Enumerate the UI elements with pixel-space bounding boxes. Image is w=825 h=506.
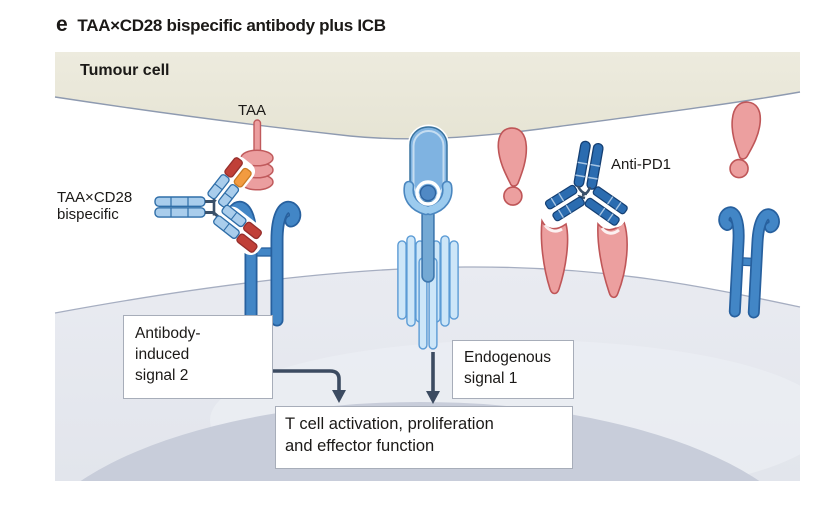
tcr-cd3-complex — [397, 180, 459, 350]
activation-box: T cell activation, proliferation and eff… — [275, 406, 573, 469]
fab-arm-lower — [213, 204, 268, 256]
panel-title-text: TAA×CD28 bispecific antibody plus ICB — [77, 16, 386, 35]
pd-l1-molecule-right — [729, 101, 762, 179]
pd-l1-molecule-left — [497, 127, 528, 206]
activation-line1: T cell activation, proliferation — [285, 415, 494, 433]
activation-line2: and effector function — [285, 437, 435, 455]
panel-letter: e — [56, 13, 68, 36]
panel-title: e TAA×CD28 bispecific antibody plus ICB — [56, 13, 386, 37]
bispecific-label-line2: bispecific — [57, 206, 119, 223]
anti-pd1-label: Anti-PD1 — [611, 156, 672, 173]
taa-cd28-bispecific-antibody — [154, 156, 268, 256]
bispecific-label-line1: TAA×CD28 — [57, 189, 133, 206]
signal1-line1: Endogenous — [464, 349, 552, 366]
signal2-line3: signal 2 — [135, 367, 189, 384]
signal1-box: Endogenous signal 1 — [452, 340, 574, 399]
signal2-box: Antibody- induced signal 2 — [123, 315, 273, 399]
cd28-receptor-right — [718, 206, 780, 319]
signal1-line2: signal 1 — [464, 370, 518, 387]
bispecific-label: TAA×CD28 bispecific — [57, 189, 132, 223]
signal2-line2: induced — [135, 346, 190, 363]
anti-pd1-antibody — [542, 140, 631, 228]
mhc-peptide-complex — [407, 124, 450, 205]
pd1-receptor-left — [540, 218, 569, 295]
fab-arm-upper — [207, 156, 256, 208]
t-cell-membrane — [54, 266, 801, 314]
taa-label: TAA — [238, 102, 267, 119]
signal1-arrow — [426, 352, 440, 404]
tumour-cell-label: Tumour cell — [80, 62, 170, 79]
pd1-receptor-right — [597, 220, 628, 299]
signal2-line1: Antibody- — [135, 325, 201, 342]
